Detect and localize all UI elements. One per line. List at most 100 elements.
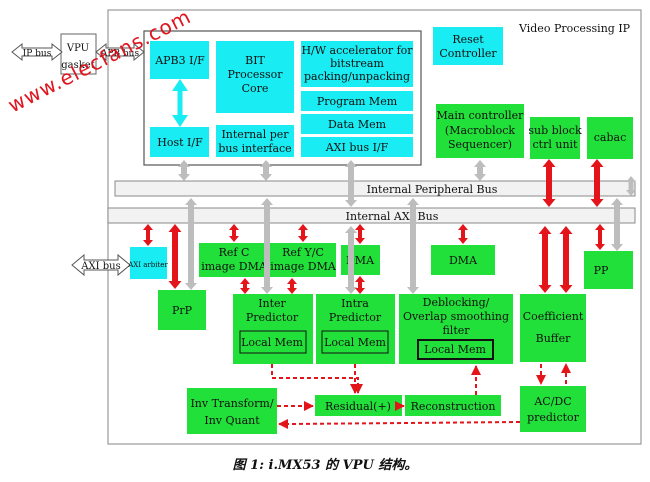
residual-label: Residual(+) (325, 400, 391, 413)
video-processing-ip-title: Video Processing IP (518, 22, 631, 35)
gray-arrow-main-controller-to-bus (474, 160, 486, 181)
intra-predictor-block (316, 294, 395, 364)
acdc-predictor-block (520, 386, 586, 432)
intra-local-mem-label: Local Mem (324, 336, 386, 349)
inter-local-mem-box (239, 330, 307, 354)
apb3-host-link-arrowhead-top (172, 79, 188, 91)
vpu-gasket-line-1: VPU (66, 43, 89, 54)
deblocking-local-mem-box (417, 339, 494, 360)
data-mem-block (301, 114, 413, 134)
red-arrow-refc-to-inter (240, 278, 250, 294)
red-axi-connections (143, 159, 605, 294)
host-if-block (150, 127, 209, 157)
reset-controller-line-1: Reset (452, 33, 484, 46)
ref-c-dma-block (199, 243, 269, 277)
acdc-line-2: predictor (527, 411, 580, 424)
inter-predictor-line-1: Inter (258, 297, 286, 310)
gray-arrow-bus-to-intra (345, 226, 357, 294)
cabac-label: cabac (594, 131, 626, 144)
sub-block-line-2: ctrl unit (533, 138, 579, 151)
coefficient-line-1: Coefficient (523, 310, 584, 323)
gray-arrow-cabac-to-bus (626, 176, 636, 196)
hw-accelerator-line-1: H/W accelerator for (301, 44, 413, 57)
ref-yc-dma-block (270, 243, 336, 277)
inter-predictor-line-2: Predictor (246, 311, 299, 324)
red-arrow-dma1-to-intra (355, 276, 365, 294)
sub-block-line-1: sub block (528, 124, 582, 137)
gray-arrow-axi-if-to-axi-bus (345, 160, 357, 207)
internal-peripheral-bus-label: Internal Peripheral Bus (367, 183, 498, 196)
residual-block (315, 395, 402, 416)
deblocking-line-1: Deblocking/ (423, 296, 490, 309)
axi-bus-if-label: AXI bus I/F (325, 141, 389, 154)
program-mem-label: Program Mem (317, 95, 398, 108)
axi-bus-if-block (301, 137, 413, 157)
red-arrow-refc-to-axi-bus (229, 224, 239, 242)
bit-core-line-2: Processor (227, 68, 283, 81)
dashed-data-flow (271, 363, 571, 429)
internal-peripheral-bus (114, 180, 636, 197)
apb3-if-label: APB3 I/F (154, 54, 205, 67)
inter-local-mem-label: Local Mem (241, 336, 303, 349)
reconstruction-block (405, 395, 501, 416)
intra-local-mem-box (321, 330, 389, 354)
figure-caption: 图 1: i.MX53 的 VPU 结构。 (232, 458, 418, 473)
red-arrow-prp-to-axi-bus (168, 224, 182, 289)
red-arrow-coeff-to-axi-bus-1 (538, 226, 552, 293)
dma-block-2 (431, 245, 495, 275)
gray-arrow-bus-to-pp (611, 198, 623, 251)
vpu-gasket-line-2: gasket (61, 60, 95, 71)
main-controller-line-2: (Macroblock (445, 124, 515, 137)
apb-bus-label: APB bus (100, 49, 140, 59)
main-controller-line-3: Sequencer) (448, 138, 512, 151)
pp-block (584, 251, 633, 289)
red-arrow-dma1-to-axi-bus (355, 224, 365, 244)
hw-accelerator-block (301, 41, 413, 87)
ip-bus-label: IP bus (23, 49, 52, 59)
prp-block (158, 290, 206, 330)
coefficient-buffer-block (520, 294, 586, 362)
bit-core-line-3: Core (242, 82, 269, 95)
gray-arrow-bus-to-inter (261, 198, 273, 294)
acdc-line-1: AC/DC (533, 395, 571, 408)
prp-label: PrP (172, 304, 193, 317)
axi-bus-label: AXI bus (80, 261, 120, 272)
data-mem-label: Data Mem (328, 118, 387, 131)
dma-label-2: DMA (449, 254, 478, 267)
ref-c-line-1: Ref C (219, 246, 250, 259)
deblocking-line-3: filter (442, 324, 470, 337)
bit-processor-core-block (216, 41, 294, 113)
intra-predictor-line-1: Intra (341, 297, 369, 310)
inter-predictor-block (233, 294, 313, 364)
dma-block-1 (341, 245, 380, 275)
reconstruction-label: Reconstruction (411, 400, 496, 413)
cabac-block (587, 117, 633, 159)
red-arrow-cabac-to-bus (590, 159, 604, 207)
internal-axi-bus-label: Internal AXI Bus (346, 210, 439, 223)
ref-yc-line-1: Ref Y/C (282, 246, 324, 259)
coefficient-line-2: Buffer (536, 332, 571, 345)
pp-label: PP (594, 264, 609, 277)
red-arrow-coeff-to-axi-bus-2 (559, 226, 573, 293)
reset-controller-block (433, 27, 503, 65)
gray-arrow-bus-to-prp (185, 198, 197, 290)
internal-per-bus-interface-block (216, 125, 294, 157)
reset-controller-line-2: Controller (439, 47, 497, 60)
gray-bus-connections (178, 160, 636, 294)
inv-transform-block (187, 388, 277, 434)
main-controller-block (436, 104, 524, 158)
host-if-label: Host I/F (157, 136, 203, 149)
internal-per-line-1: Internal per (221, 128, 289, 141)
axi-arbiter-label: AXI arbiter (127, 261, 168, 269)
apb3-if-block (150, 41, 209, 79)
ref-yc-line-2: image DMA (270, 260, 337, 273)
axi-arbiter-block (130, 247, 167, 279)
hw-accelerator-line-3: packing/unpacking (304, 70, 410, 83)
ref-c-line-2: image DMA (201, 260, 268, 273)
red-arrow-refyc-to-axi-bus (298, 224, 308, 242)
deblocking-local-mem-label: Local Mem (424, 343, 486, 356)
gray-arrow-bus-to-deblocking (407, 198, 419, 294)
ip-bus-arrow (11, 42, 63, 62)
